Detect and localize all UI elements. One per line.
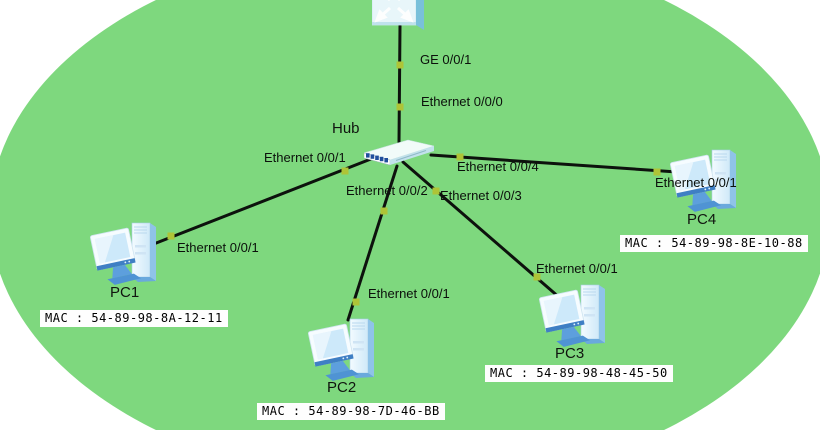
pc4-mac-note[interactable]: MAC : 54-89-98-8E-10-88 xyxy=(620,235,808,252)
pc2-name-label: PC2 xyxy=(327,379,357,396)
pc-icon xyxy=(90,219,164,289)
port-status-dot xyxy=(396,103,404,111)
hub-name-label: Hub xyxy=(332,120,360,137)
hub-icon xyxy=(362,139,436,166)
link-hub-pc4[interactable] xyxy=(429,153,679,174)
hub-device[interactable] xyxy=(362,136,436,171)
port-label-pc4-eth-0-0-1: Ethernet 0/0/1 xyxy=(655,175,737,190)
port-label-pc1-eth-0-0-1: Ethernet 0/0/1 xyxy=(177,240,259,255)
link-switch-hub[interactable] xyxy=(397,24,402,144)
pc-icon xyxy=(539,281,613,351)
pc3-name-label: PC3 xyxy=(555,345,585,362)
link-hub-pc2[interactable] xyxy=(346,164,399,322)
port-status-dot xyxy=(341,167,349,175)
pc1-name-label: PC1 xyxy=(110,284,140,301)
port-status-dot xyxy=(396,61,404,69)
pc3-mac-note[interactable]: MAC : 54-89-98-48-45-50 xyxy=(485,365,673,382)
port-label-pc3-eth-0-0-1: Ethernet 0/0/1 xyxy=(536,261,618,276)
port-label-hub-eth-0-0-3: Ethernet 0/0/3 xyxy=(440,188,522,203)
pc-icon xyxy=(308,315,382,385)
port-status-dot xyxy=(456,153,464,161)
pc2-mac-note[interactable]: MAC : 54-89-98-7D-46-BB xyxy=(257,403,445,420)
port-label-hub-eth-0-0-4: Ethernet 0/0/4 xyxy=(457,159,539,174)
port-label-ge-0-0-1: GE 0/0/1 xyxy=(420,52,472,67)
port-status-dot xyxy=(533,273,541,281)
port-status-dot xyxy=(167,232,175,240)
port-label-hub-eth-0-0-0: Ethernet 0/0/0 xyxy=(421,94,503,109)
port-status-dot xyxy=(380,207,388,215)
port-status-dot xyxy=(352,298,360,306)
switch-device[interactable] xyxy=(371,0,430,35)
port-label-pc2-eth-0-0-1: Ethernet 0/0/1 xyxy=(368,286,450,301)
port-label-hub-eth-0-0-1: Ethernet 0/0/1 xyxy=(264,150,346,165)
port-status-dot xyxy=(432,187,440,195)
switch-icon xyxy=(371,0,424,30)
link-hub-pc1[interactable] xyxy=(144,155,378,249)
port-status-dot xyxy=(653,168,661,176)
port-label-hub-eth-0-0-2: Ethernet 0/0/2 xyxy=(346,183,428,198)
pc4-name-label: PC4 xyxy=(687,211,717,228)
pc1-device[interactable] xyxy=(90,219,164,294)
pc1-mac-note[interactable]: MAC : 54-89-98-8A-12-11 xyxy=(40,310,228,327)
